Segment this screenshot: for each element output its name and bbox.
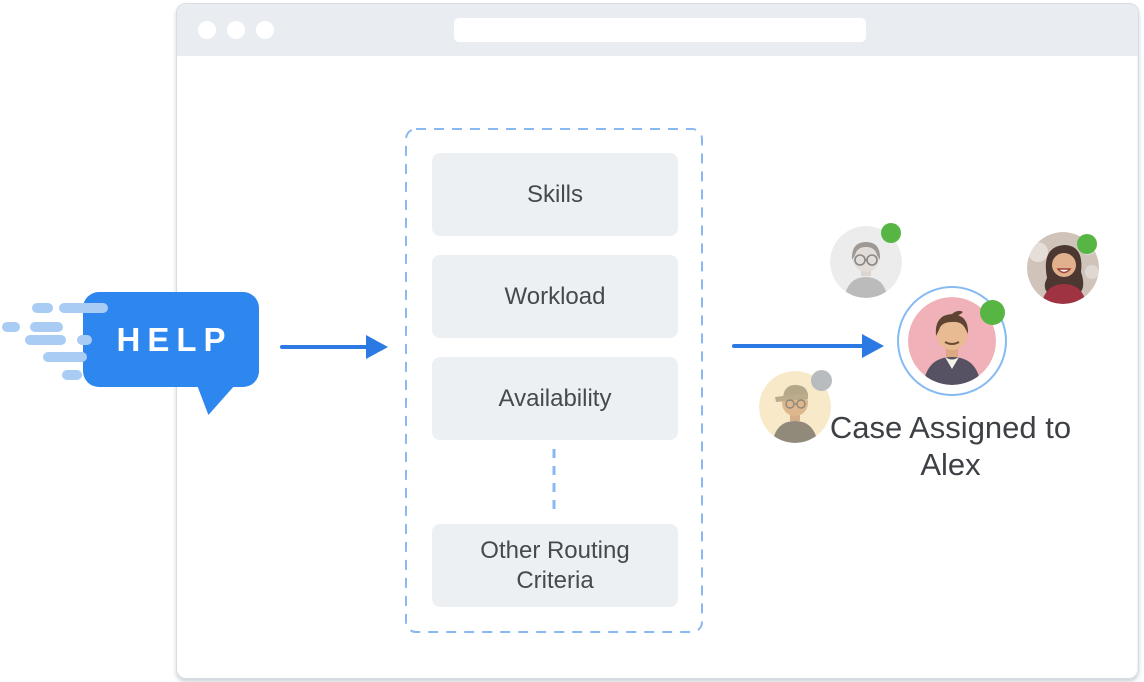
speed-lines-icon <box>43 352 87 362</box>
window-dot-icon[interactable] <box>227 21 245 39</box>
address-bar[interactable] <box>454 18 866 42</box>
help-bubble-label: HELP <box>116 320 233 358</box>
speed-lines-icon <box>62 370 82 380</box>
criteria-label: Workload <box>504 282 606 310</box>
routing-criteria-group-border <box>405 128 703 633</box>
assignment-caption: Case Assigned to Alex <box>829 410 1072 482</box>
speed-lines-icon <box>32 303 53 313</box>
dashed-connector-line <box>552 449 556 511</box>
speed-lines-icon <box>2 322 20 332</box>
window-dot-icon[interactable] <box>198 21 216 39</box>
speed-lines-icon <box>59 303 108 313</box>
window-control-dots <box>198 21 274 39</box>
status-dot-available <box>980 300 1005 325</box>
browser-topbar <box>177 4 1138 56</box>
flow-arrow-left <box>280 345 368 349</box>
status-dot-away <box>811 370 832 391</box>
criteria-label: Skills <box>526 180 583 208</box>
criteria-label: Other Routing Criteria <box>480 536 630 594</box>
speed-lines-icon <box>25 335 66 345</box>
status-dot-available <box>881 223 901 243</box>
flow-arrow-right <box>732 344 864 348</box>
criteria-card-availability: Availability <box>432 357 678 440</box>
speed-lines-icon <box>77 335 92 345</box>
window-dot-icon[interactable] <box>256 21 274 39</box>
criteria-card-skills: Skills <box>432 153 678 236</box>
criteria-label: Availability <box>498 384 612 412</box>
help-chat-bubble: HELP <box>83 292 259 415</box>
criteria-card-other-routing: Other Routing Criteria <box>432 524 678 607</box>
agent-avatar-man-cap <box>759 371 831 443</box>
criteria-card-workload: Workload <box>432 255 678 338</box>
status-dot-available <box>1077 234 1097 254</box>
speed-lines-icon <box>30 322 63 332</box>
